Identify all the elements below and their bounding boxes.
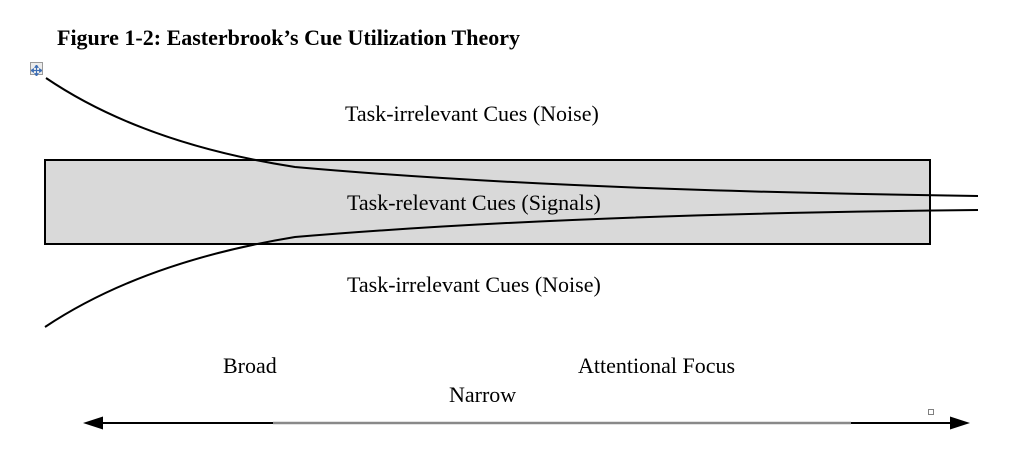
attentional-focus-arrow — [83, 416, 970, 430]
resize-handle[interactable] — [928, 409, 934, 415]
band-label-top-noise: Task-irrelevant Cues (Noise) — [345, 101, 599, 126]
upper-funnel-curve — [45, 77, 979, 197]
band-label-bottom-noise: Task-irrelevant Cues (Noise) — [347, 272, 601, 297]
axis-label-broad: Broad — [223, 353, 277, 378]
band-label-signals: Task-relevant Cues (Signals) — [347, 190, 601, 215]
move-handle[interactable] — [29, 62, 44, 78]
lower-funnel-curve — [44, 209, 979, 328]
move-icon — [29, 63, 44, 78]
arrowhead-right-icon — [950, 416, 970, 430]
signal-band-rectangle — [44, 159, 931, 245]
axis-title-attentional-focus: Attentional Focus — [578, 353, 736, 378]
axis-label-narrow: Narrow — [449, 382, 517, 407]
figure-title: Figure 1-2: Easterbrook’s Cue Utilizatio… — [57, 25, 520, 50]
arrowhead-left-icon — [83, 416, 103, 430]
